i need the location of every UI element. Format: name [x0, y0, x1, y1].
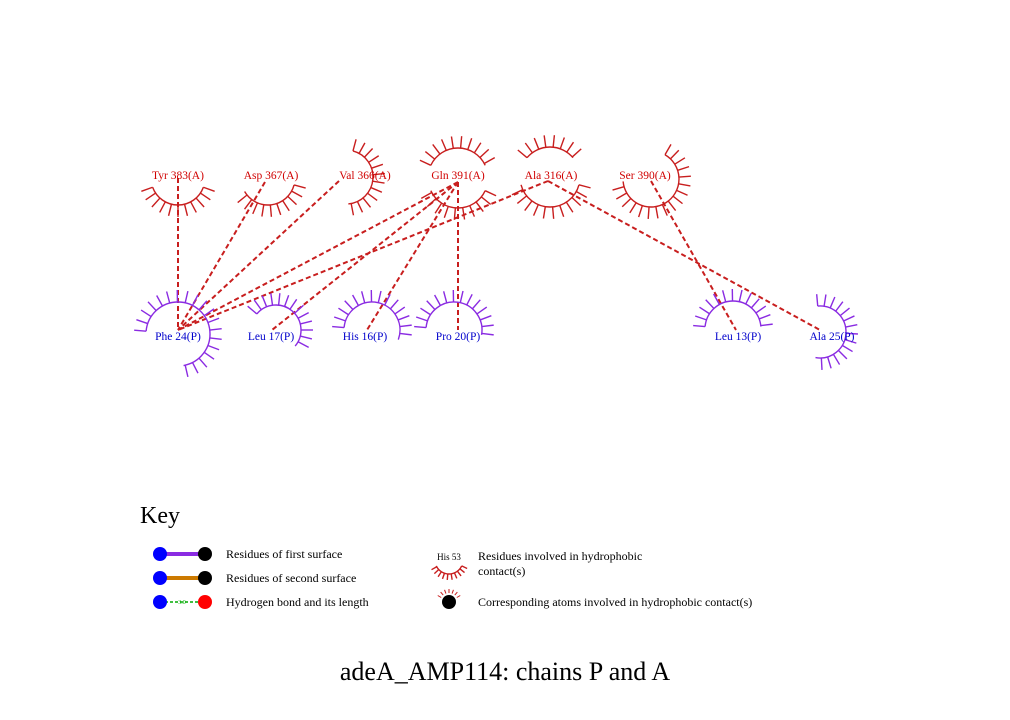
donor-atom-icon	[153, 595, 167, 609]
hydrophobic-arc-asp367	[237, 184, 306, 217]
atom-icon	[198, 547, 212, 561]
key-title: Key	[140, 503, 180, 529]
hydrophobic-arc-ala316	[511, 135, 591, 219]
hydrophobic-arc-icon	[431, 565, 468, 580]
residue-label-ala316: Ala 316(A)	[525, 170, 578, 182]
contact-line-val366-phe24	[177, 180, 340, 331]
key-hydrophobic-residue: His 53 Residues involved in hydrophobic …	[431, 549, 642, 580]
diagram-title: adeA_AMP114: chains P and A	[340, 657, 670, 686]
key-hydrophobic-atoms-label: Corresponding atoms involved in hydropho…	[478, 595, 752, 609]
tick-mark	[456, 595, 461, 598]
key-sample-residue-label: His 53	[437, 552, 461, 562]
contact-line-ser390-leu13	[650, 180, 737, 331]
hydrophobic-arc-val366	[348, 139, 385, 216]
key-hydrophobic-label-line1: Residues involved in hydrophobic	[478, 549, 642, 563]
residue-label-ser390: Ser 390(A)	[619, 170, 671, 182]
residue-label-leu13: Leu 13(P)	[715, 331, 761, 343]
contact-line-gln391-phe24	[177, 181, 459, 331]
hydrophobic-arc-ser390	[612, 144, 691, 219]
residue-arcs	[134, 135, 858, 378]
contact-line-ala316-phe24	[177, 180, 549, 331]
residue-label-asp367: Asp 367(A)	[244, 170, 299, 182]
key-first-surface: Residues of first surface	[153, 547, 342, 561]
residue-label-val366: Val 366(A)	[339, 170, 391, 182]
contact-line-gln391-his16	[366, 181, 459, 331]
hydrophobic-arc-his16	[332, 289, 412, 340]
hydrophobic-atom-icon	[442, 595, 456, 609]
donor-atom-icon	[153, 547, 167, 561]
residue-label-tyr383: Tyr 383(A)	[152, 170, 204, 182]
tick-mark	[444, 589, 447, 594]
key-hydrophobic-label-line2: contact(s)	[478, 564, 525, 578]
hydrophobic-arc-gln391	[419, 136, 497, 220]
hydrophobic-arc-pro20	[414, 289, 494, 336]
key-arc-shape	[431, 565, 468, 580]
tick-mark	[454, 591, 458, 596]
key-legend: Key Residues of first surface Residues o…	[140, 503, 752, 609]
key-second-surface: Residues of second surface	[153, 571, 356, 585]
residue-label-ala25: Ala 25(P)	[809, 331, 854, 343]
hydrophobic-arc-tyr383	[141, 186, 215, 217]
residue-label-pro20: Pro 20(P)	[436, 331, 481, 343]
contact-line-asp367-phe24	[177, 181, 266, 331]
acceptor-atom-icon	[198, 595, 212, 609]
hydrophobic-arc-leu13	[693, 288, 773, 328]
residue-label-gln391: Gln 391(A)	[431, 170, 485, 182]
contact-lines	[177, 178, 821, 331]
atom-icon	[198, 571, 212, 585]
key-hbond-label: Hydrogen bond and its length	[226, 595, 369, 609]
tick-mark	[451, 589, 454, 594]
residue-label-his16: His 16(P)	[343, 331, 388, 343]
key-second-surface-label: Residues of second surface	[226, 571, 356, 585]
residue-label-leu17: Leu 17(P)	[248, 331, 294, 343]
hydrophobic-ticks-icon	[437, 589, 461, 598]
hydrophobic-arc-ala25	[815, 294, 858, 370]
hydrophobic-arc-leu17	[247, 293, 313, 348]
residue-label-phe24: Phe 24(P)	[155, 331, 201, 343]
tick-mark	[440, 591, 444, 596]
hydrophobic-arc-phe24	[134, 289, 222, 378]
key-hydrophobic-atoms: Corresponding atoms involved in hydropho…	[437, 589, 752, 609]
hbond-length-label: 3.0	[178, 600, 186, 606]
key-hbond: 3.0 Hydrogen bond and its length	[153, 595, 369, 609]
key-first-surface-label: Residues of first surface	[226, 547, 342, 561]
tick-mark	[437, 595, 442, 598]
contact-line-ala316-ala25	[547, 180, 821, 331]
donor-atom-icon	[153, 571, 167, 585]
